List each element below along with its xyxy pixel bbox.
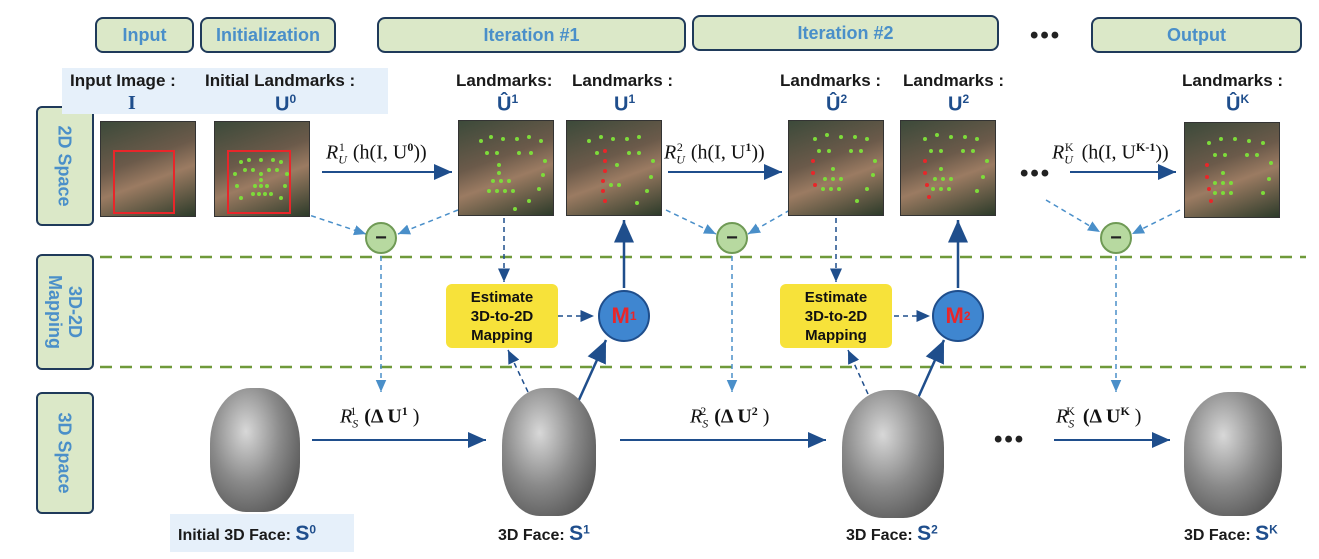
equation-ru1: RU1(h(I, U0)) [326,140,427,167]
dash-hatk-minusk [1131,209,1181,235]
hat2-landmark-dots [811,133,877,203]
row-2d-space: 2D Space [36,106,94,226]
dash-hat1-minus1 [397,209,459,235]
symbol-hat-u1: Û1 [497,92,519,116]
initial-landmarks-image [214,121,310,217]
hat1-landmark-dots [479,135,547,211]
stage-initialization: Initialization [200,17,336,53]
face-bounding-box [113,150,175,214]
stage-iteration-2: Iteration #2 [692,15,999,51]
initial-landmark-dots [233,158,289,200]
stage-input: Input [95,17,194,53]
stage-ellipsis: ••• [1030,22,1062,49]
label-initial-3d-face: Initial 3D Face: S0 [178,522,317,545]
landmarks-u1-image [566,120,662,216]
face-bounding-box [227,150,291,214]
stage-iteration-1: Iteration #1 [377,17,686,53]
face-3d-sk [1184,392,1282,516]
arrow-s2-m2 [916,339,946,399]
dash-hat2-minus2 [747,209,791,235]
dash-uk-minusk [1045,199,1101,233]
minus-operator-1: − [365,222,397,254]
symbol-u0: U0 [275,92,297,116]
equation-rs2: RS2(Δ U2 ) [690,404,770,431]
landmarks-hatk-image [1184,122,1280,218]
label-3d-face-s1: 3D Face: S1 [498,522,590,545]
header-landmarks-k: Landmarks : [1182,71,1284,90]
initial-face-highlight [170,514,354,552]
ellipsis-2d: ••• [1020,160,1052,187]
arrow-s1-m1 [576,339,608,403]
face-3d-s2 [842,390,944,518]
hatk-landmark-dots [1205,137,1273,203]
dash-s1-estimate [507,349,529,393]
symbol-u2: U2 [948,92,970,116]
header-landmarks-hat1: Landmarks: [456,71,553,90]
equation-rsk: RSK(Δ UK ) [1056,404,1142,431]
face-3d-s1 [502,388,596,516]
minus-operator-2: − [716,222,748,254]
u2-landmark-dots [923,133,989,199]
dash-s2-estimate [847,349,869,395]
input-highlight [62,68,388,114]
equation-ruk: RUK(h(I, UK-1)) [1052,140,1169,167]
dash-u1-minus2 [665,209,717,235]
row-3d-2d-mapping: 3D-2D Mapping [36,254,94,370]
stage-output: Output [1091,17,1302,53]
row-3d-space: 3D Space [36,392,94,514]
header-landmarks-u2: Landmarks : [903,71,1005,90]
symbol-hat-u2: Û2 [826,92,848,116]
header-input-image: Input Image : [70,71,176,90]
landmarks-hat2-image [788,120,884,216]
equation-rs1: RS1(Δ U1 ) [340,404,420,431]
minus-operator-k: − [1100,222,1132,254]
header-landmarks-hat2: Landmarks : [780,71,882,90]
symbol-hat-uk: ÛK [1226,92,1250,116]
input-face-image [100,121,196,217]
label-3d-face-s2: 3D Face: S2 [846,522,938,545]
equation-ru2: RU2(h(I, U1)) [664,140,765,167]
symbol-u1: U1 [614,92,636,116]
face-3d-s0 [210,388,300,512]
landmarks-u2-image [900,120,996,216]
ellipsis-3d: ••• [994,426,1026,453]
label-3d-face-sk: 3D Face: SK [1184,522,1278,545]
u1-landmark-dots [587,135,655,205]
header-initial-landmarks: Initial Landmarks : [205,71,356,90]
landmarks-hat1-image [458,120,554,216]
header-landmarks-u1: Landmarks : [572,71,674,90]
symbol-input-i: I [128,92,136,114]
